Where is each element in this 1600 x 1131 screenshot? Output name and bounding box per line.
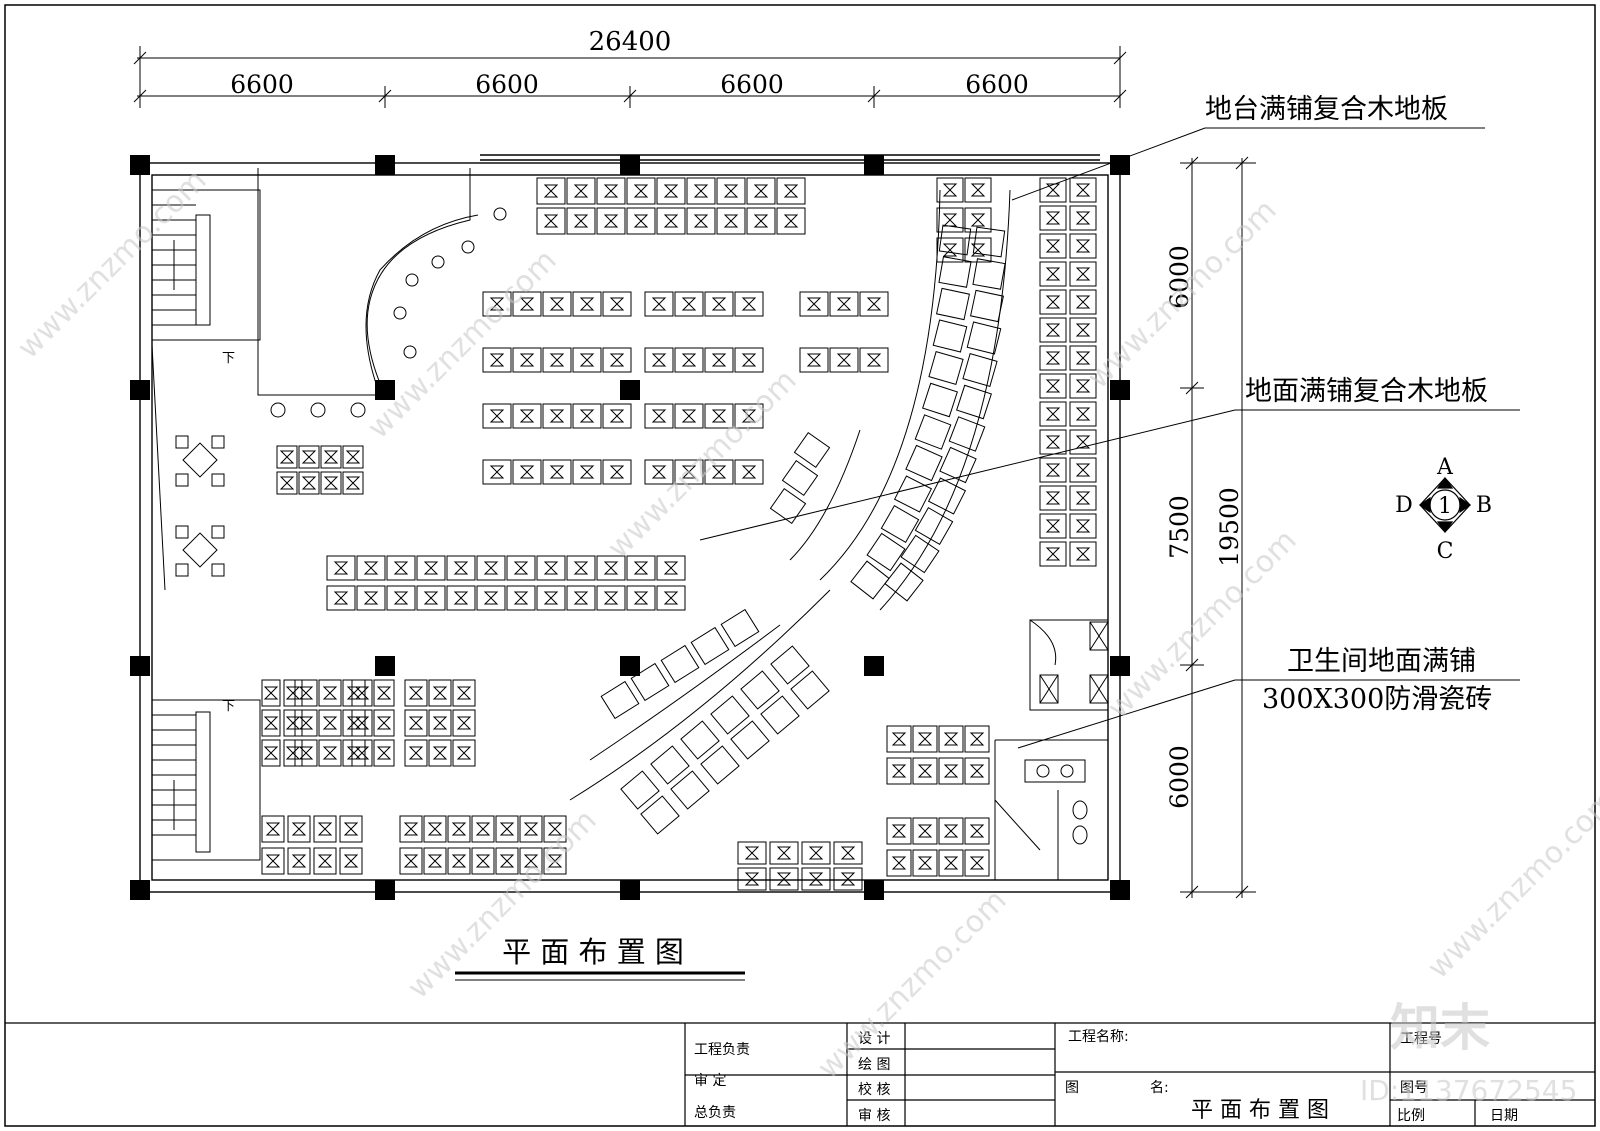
right-dimensions [1180,156,1256,899]
overall-width-label: 26400 [589,27,672,57]
bay-width-label-3: 6600 [720,70,784,99]
tb-drawing-no: 图号 [1400,1080,1428,1096]
tb-drawing-name-label-1: 图 [1065,1080,1079,1096]
tb-design: 设 计 [858,1031,890,1047]
tb-scale: 比例 [1397,1108,1425,1124]
tb-project-name-label: 工程名称: [1068,1029,1129,1045]
tb-approve: 审 定 [694,1073,726,1089]
lounge-tables [151,344,225,591]
main-floor-note: 地面满铺复合木地板 [1245,376,1488,407]
watermark-site-7: www.znzmo.com [1421,783,1600,986]
depth-label-2: 7500 [1165,495,1194,559]
compass-west: D [1395,493,1413,518]
overall-depth-label: 19500 [1215,487,1244,567]
watermark-site-2: www.znzmo.com [361,243,564,446]
annotation-leaders [699,127,1520,749]
watermark-logo: 知末 [1390,999,1490,1057]
tb-proofread: 校 核 [858,1081,890,1098]
watermark-site-4: www.znzmo.com [1081,193,1284,396]
tb-drafting: 绘 图 [858,1057,890,1073]
tb-project-lead: 工程负责 [694,1042,750,1058]
watermark-site-1: www.znzmo.com [11,163,214,366]
bay-width-label-1: 6600 [230,70,294,99]
watermark-layer: www.znzmo.com www.znzmo.com www.znzmo.co… [11,163,1600,1107]
top-dimensions [133,46,1127,108]
tb-chief: 总负责 [694,1105,736,1121]
stair-down-label-top: 下 [222,351,235,366]
booth-seating [261,177,1097,891]
bay-width-label-2: 6600 [475,70,539,99]
wc-floor-note-1: 卫生间地面满铺 [1287,646,1476,677]
tb-project-no: 工程号 [1400,1031,1442,1047]
compass-symbol [1418,476,1472,534]
compass-north: A [1436,455,1454,480]
curved-booths [569,189,1011,801]
tb-drawing-name: 平 面 布 置 图 [1191,1098,1329,1123]
watermark-id: ID:1137672545 [1360,1074,1577,1107]
compass-east: B [1476,493,1492,518]
compass-south: C [1437,539,1454,564]
drawing-title: 平 面 布 置 图 [502,935,684,969]
depth-label-3: 6000 [1165,745,1194,809]
wc-floor-note-2: 300X300防滑瓷砖 [1262,684,1492,715]
restroom [994,619,1109,880]
depth-label-1: 6000 [1165,245,1194,309]
watermark-site-5: www.znzmo.com [811,883,1014,1086]
tb-date: 日期 [1490,1108,1518,1124]
compass-index: 1 [1438,494,1452,519]
tb-review: 审 核 [858,1108,890,1124]
bar-counter [257,168,507,418]
stair-bottom [151,699,261,861]
sheet-border [4,4,1596,1127]
tb-drawing-name-label-2: 名: [1150,1080,1169,1096]
stair-down-label-bottom: 下 [222,699,235,714]
stair-top [151,189,261,341]
title-block [5,1022,1595,1126]
bay-width-label-4: 6600 [965,70,1029,99]
platform-floor-note: 地台满铺复合木地板 [1205,94,1448,125]
